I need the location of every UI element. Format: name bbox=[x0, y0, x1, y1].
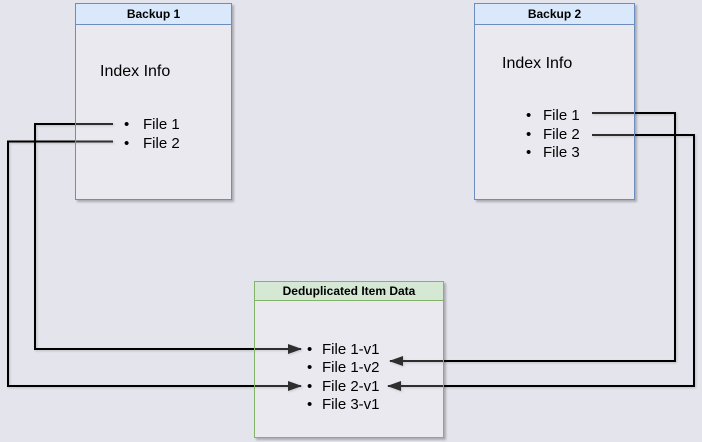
backup2-file-item: File 2 bbox=[526, 126, 580, 145]
backup2-index-info-label: Index Info bbox=[502, 55, 573, 72]
backup2-title: Backup 2 bbox=[527, 7, 582, 21]
dedup-header: Deduplicated Item Data bbox=[255, 282, 443, 301]
dedup-item: File 1-v1 bbox=[307, 341, 380, 360]
deduplicated-item-data-box: Deduplicated Item Data File 1-v1 File 1-… bbox=[254, 281, 444, 438]
backup2-box: Backup 2 Index Info File 1 File 2 File 3 bbox=[474, 3, 635, 200]
backup1-header: Backup 1 bbox=[76, 4, 231, 25]
dedup-item: File 2-v1 bbox=[307, 378, 380, 397]
connector-backup2-file2-to-file2-v1 bbox=[387, 134, 695, 391]
backup1-file-item: File 2 bbox=[124, 135, 180, 154]
backup2-header: Backup 2 bbox=[475, 4, 634, 25]
dedup-item: File 3-v1 bbox=[307, 396, 380, 415]
connector-backup1-file2-to-file2-v1 bbox=[7, 140, 302, 391]
backup1-box: Backup 1 Index Info File 1 File 2 bbox=[75, 3, 232, 200]
backup1-title: Backup 1 bbox=[126, 7, 181, 21]
connector-backup1-file1-to-file1-v1 bbox=[34, 123, 302, 354]
backup2-file-list: File 1 File 2 File 3 bbox=[526, 107, 580, 163]
dedup-item: File 1-v2 bbox=[307, 359, 380, 378]
connector-backup2-file1-to-file1-v2 bbox=[389, 112, 676, 366]
backup1-file-item: File 1 bbox=[124, 116, 180, 135]
dedup-item-list: File 1-v1 File 1-v2 File 2-v1 File 3-v1 bbox=[307, 341, 380, 415]
backup2-file-item: File 1 bbox=[526, 107, 580, 126]
backup1-index-info-label: Index Info bbox=[100, 63, 171, 80]
dedup-title: Deduplicated Item Data bbox=[282, 284, 416, 298]
backup1-file-list: File 1 File 2 bbox=[124, 116, 180, 153]
backup2-file-item: File 3 bbox=[526, 144, 580, 163]
